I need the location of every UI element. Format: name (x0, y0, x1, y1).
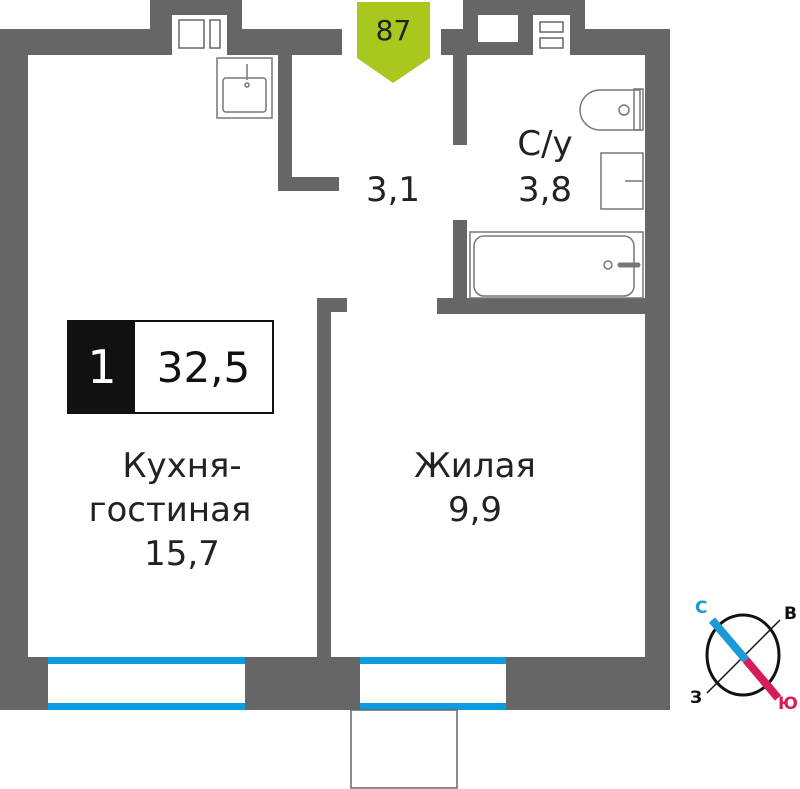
apartment-summary: 1 32,5 (67, 320, 274, 414)
total-area: 32,5 (156, 342, 251, 392)
bathroom-area: 3,8 (517, 170, 573, 210)
compass-icon (705, 613, 782, 701)
walls (0, 0, 670, 710)
windows (48, 657, 506, 710)
apartment-badge (357, 2, 430, 83)
bedroom-name: Жилая (414, 446, 536, 486)
kitchen-name-line2: гостиная (88, 490, 252, 530)
compass-east: В (784, 604, 797, 624)
fixtures (216, 57, 644, 299)
room-count: 1 (69, 322, 135, 412)
balcony (350, 709, 458, 789)
bathroom-name: С/у (517, 124, 573, 164)
bathtub-icon (469, 231, 644, 299)
compass-north: С (695, 598, 708, 618)
toilet-icon (579, 88, 644, 131)
kitchen-name-line1: Кухня- (122, 446, 242, 486)
compass-south: Ю (778, 694, 798, 714)
hall-area: 3,1 (365, 170, 421, 210)
vents (172, 15, 570, 55)
kitchen-area: 15,7 (144, 534, 220, 574)
compass-west: З (690, 688, 703, 708)
apartment-number: 87 (375, 14, 412, 47)
bathroom-sink-icon (600, 152, 644, 210)
kitchen-sink-icon (216, 57, 273, 119)
bedroom-area: 9,9 (447, 490, 503, 530)
